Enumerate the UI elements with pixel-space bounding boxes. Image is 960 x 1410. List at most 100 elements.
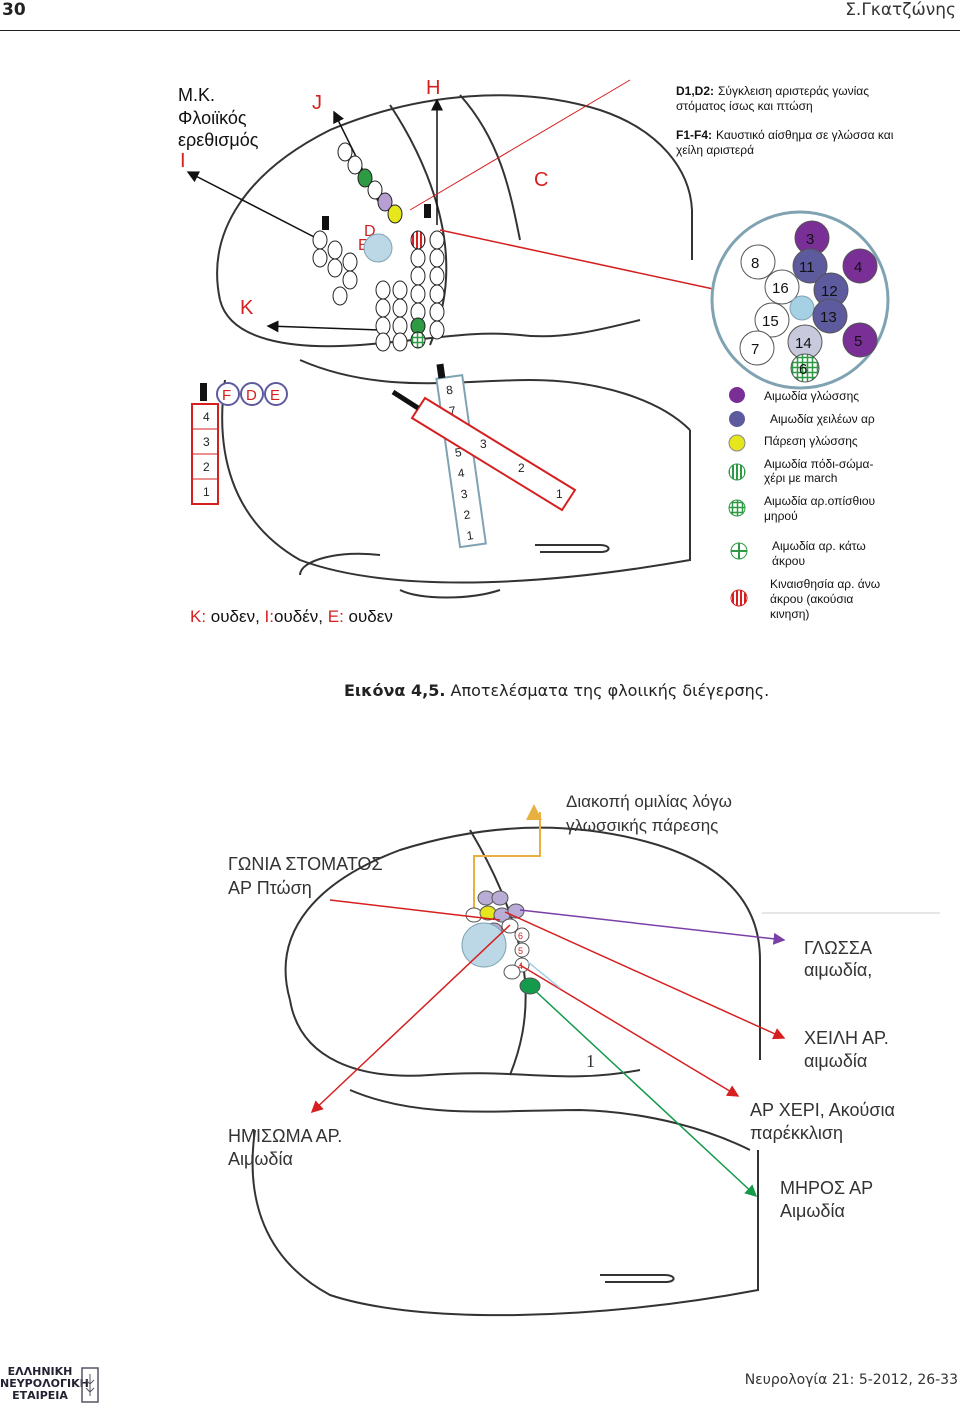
svg-text:5: 5 xyxy=(854,333,862,350)
svg-text:μηρού: μηρού xyxy=(764,509,798,523)
label-lips-1: ΧΕΙΛΗ ΑΡ. xyxy=(804,1028,889,1048)
legend-icon-tongue xyxy=(729,387,745,403)
figure-5-functional-map: 6 5 4 Διακοπή ομιλίας λόγω γλωσσικής πάρ… xyxy=(228,792,940,1317)
legend-icon-tongue-paresis xyxy=(728,434,746,452)
strip-marker xyxy=(322,216,329,230)
label-tongue-2: αιμωδία, xyxy=(804,960,872,980)
line-D-note xyxy=(409,79,631,211)
svg-text:1: 1 xyxy=(556,487,563,501)
note-f-2: χείλη αριστερά xyxy=(676,143,754,157)
mk-label-2: Φλοιϊκός xyxy=(178,108,247,128)
svg-text:1: 1 xyxy=(203,485,210,499)
electrode-zoom-circle: 3 8 11 4 16 12 15 13 7 14 5 6 xyxy=(710,210,890,390)
label-speech-arrest-1: Διακοπή ομιλίας λόγω xyxy=(566,792,732,811)
header-rule xyxy=(0,30,960,31)
svg-text:4: 4 xyxy=(854,259,862,276)
svg-text:14: 14 xyxy=(795,335,812,352)
svg-text:άκρου (ακούσια: άκρου (ακούσια xyxy=(770,592,853,606)
svg-text:D: D xyxy=(246,387,257,404)
svg-text:6: 6 xyxy=(518,931,523,941)
svg-text:3: 3 xyxy=(460,487,469,502)
svg-text:4: 4 xyxy=(203,410,210,424)
brain-hemisphere-outline xyxy=(216,94,693,599)
svg-text:Αιμωδία γλώσσης: Αιμωδία γλώσσης xyxy=(764,389,859,403)
arrow-tongue xyxy=(519,909,786,945)
svg-text:3: 3 xyxy=(806,231,814,248)
svg-text:7: 7 xyxy=(751,341,759,358)
electrode-strip-I xyxy=(312,230,358,306)
label-speech-arrest-2: γλωσσικής πάρεσης xyxy=(566,816,718,835)
strip-marker xyxy=(424,204,431,218)
svg-text:Αιμωδία χειλέων αρ: Αιμωδία χειλέων αρ xyxy=(770,412,875,426)
arrow-C xyxy=(439,229,719,291)
journal-reference: Νευρολογία 21: 5-2012, 26-33 xyxy=(744,1372,958,1388)
svg-text:E: E xyxy=(270,387,280,404)
legend-icon-upper-limb xyxy=(730,589,748,607)
note-f: F1-F4:Καυστικό αίσθημα σε γλώσσα και xyxy=(676,128,894,142)
figure-4-cortical-stimulation-map: Μ.Κ. Φλοιϊκός ερεθισμός I J H C K D E F xyxy=(178,77,894,626)
svg-text:3: 3 xyxy=(480,437,487,451)
note-d: D1,D2:Σύγκλειση αριστεράς γωνίας xyxy=(676,84,869,98)
arrow-thigh xyxy=(529,985,758,1198)
label-H: H xyxy=(426,77,440,99)
label-J: J xyxy=(312,92,322,114)
svg-text:12: 12 xyxy=(821,283,838,300)
label-thigh-1: ΜΗΡΟΣ ΑΡ xyxy=(780,1178,873,1198)
svg-text:F: F xyxy=(222,387,231,404)
svg-text:6: 6 xyxy=(799,361,807,378)
svg-text:15: 15 xyxy=(762,313,779,330)
legend-icon-lips xyxy=(729,411,745,427)
label-D: D xyxy=(364,223,376,240)
figure1-bottom-note: K: ουδεν, I:ουδέν, E: ουδεν xyxy=(190,607,393,626)
svg-text:4: 4 xyxy=(457,466,466,481)
label-hand-1: ΑΡ ΧΕΡΙ, Ακούσια xyxy=(750,1100,895,1120)
svg-text:Πάρεση γλώσσης: Πάρεση γλώσσης xyxy=(764,434,858,448)
electrode-strip-H xyxy=(375,230,445,352)
svg-text:11: 11 xyxy=(799,259,815,276)
brain-hemisphere-outline-2 xyxy=(251,826,761,1317)
svg-text:Κιναισθησία αρ. άνω: Κιναισθησία αρ. άνω xyxy=(770,577,880,591)
electrode-strip-F: F D E 4 3 2 1 xyxy=(191,382,288,505)
electrode-cluster xyxy=(461,890,541,995)
electrode-strip-J xyxy=(337,142,403,224)
label-number-one: 1 xyxy=(586,1051,595,1071)
electrode-D-E xyxy=(363,233,393,263)
label-hand-2: παρέκκλιση xyxy=(750,1123,843,1143)
line-mouth-angle xyxy=(329,899,501,921)
svg-text:2: 2 xyxy=(203,460,210,474)
svg-text:Αιμωδία αρ. κάτω: Αιμωδία αρ. κάτω xyxy=(772,539,866,553)
arrow-lips xyxy=(504,911,786,1040)
page-number: 30 xyxy=(2,0,26,20)
svg-text:8: 8 xyxy=(445,383,454,398)
electrode-strip-red: 1 2 3 xyxy=(391,389,577,512)
line-blue xyxy=(527,961,561,989)
figure-caption: Εικόνα 4,5. Αποτελέσματα της φλοιικής δι… xyxy=(344,681,770,700)
arrow-speech-arrest xyxy=(473,804,542,912)
svg-text:5: 5 xyxy=(454,445,463,460)
label-K: K xyxy=(240,297,254,319)
svg-text:1: 1 xyxy=(466,528,475,543)
legend: Αιμωδία γλώσσης Αιμωδία χειλέων αρ Πάρεσ… xyxy=(728,387,880,621)
label-half-body-1: ΗΜΙΣΩΜΑ ΑΡ. xyxy=(228,1126,342,1146)
label-mouth-angle-2: ΑΡ Πτώση xyxy=(228,878,312,898)
note-d-2: στόματος ίσως και πτώση xyxy=(676,99,813,113)
arrow-I xyxy=(186,171,321,241)
arrow-half-body xyxy=(310,924,511,1114)
logo-emblem-icon xyxy=(81,1367,99,1403)
society-logo: ΕΛΛΗΝΙΚΗ ΝΕΥΡΟΛΟΓΙΚΗ ΕΤΑΙΡΕΙΑ xyxy=(0,1365,89,1402)
legend-icon-march xyxy=(728,463,746,481)
label-I: I xyxy=(180,150,186,172)
label-thigh-2: Αιμωδία xyxy=(780,1201,845,1221)
svg-text:χέρι με march: χέρι με march xyxy=(764,471,837,485)
svg-text:άκρου: άκρου xyxy=(772,554,805,568)
mk-label-1: Μ.Κ. xyxy=(178,85,215,105)
label-C: C xyxy=(534,169,548,191)
svg-text:κινηση): κινηση) xyxy=(770,607,809,621)
svg-text:5: 5 xyxy=(518,946,523,956)
legend-icon-thigh xyxy=(728,499,746,517)
svg-text:16: 16 xyxy=(772,280,789,297)
svg-text:2: 2 xyxy=(518,461,525,475)
label-mouth-angle-1: ΓΩΝΙΑ ΣΤΟΜΑΤΟΣ xyxy=(228,854,383,874)
label-E: E xyxy=(358,237,369,254)
running-head: Σ.Γκατζώνης xyxy=(845,0,956,20)
